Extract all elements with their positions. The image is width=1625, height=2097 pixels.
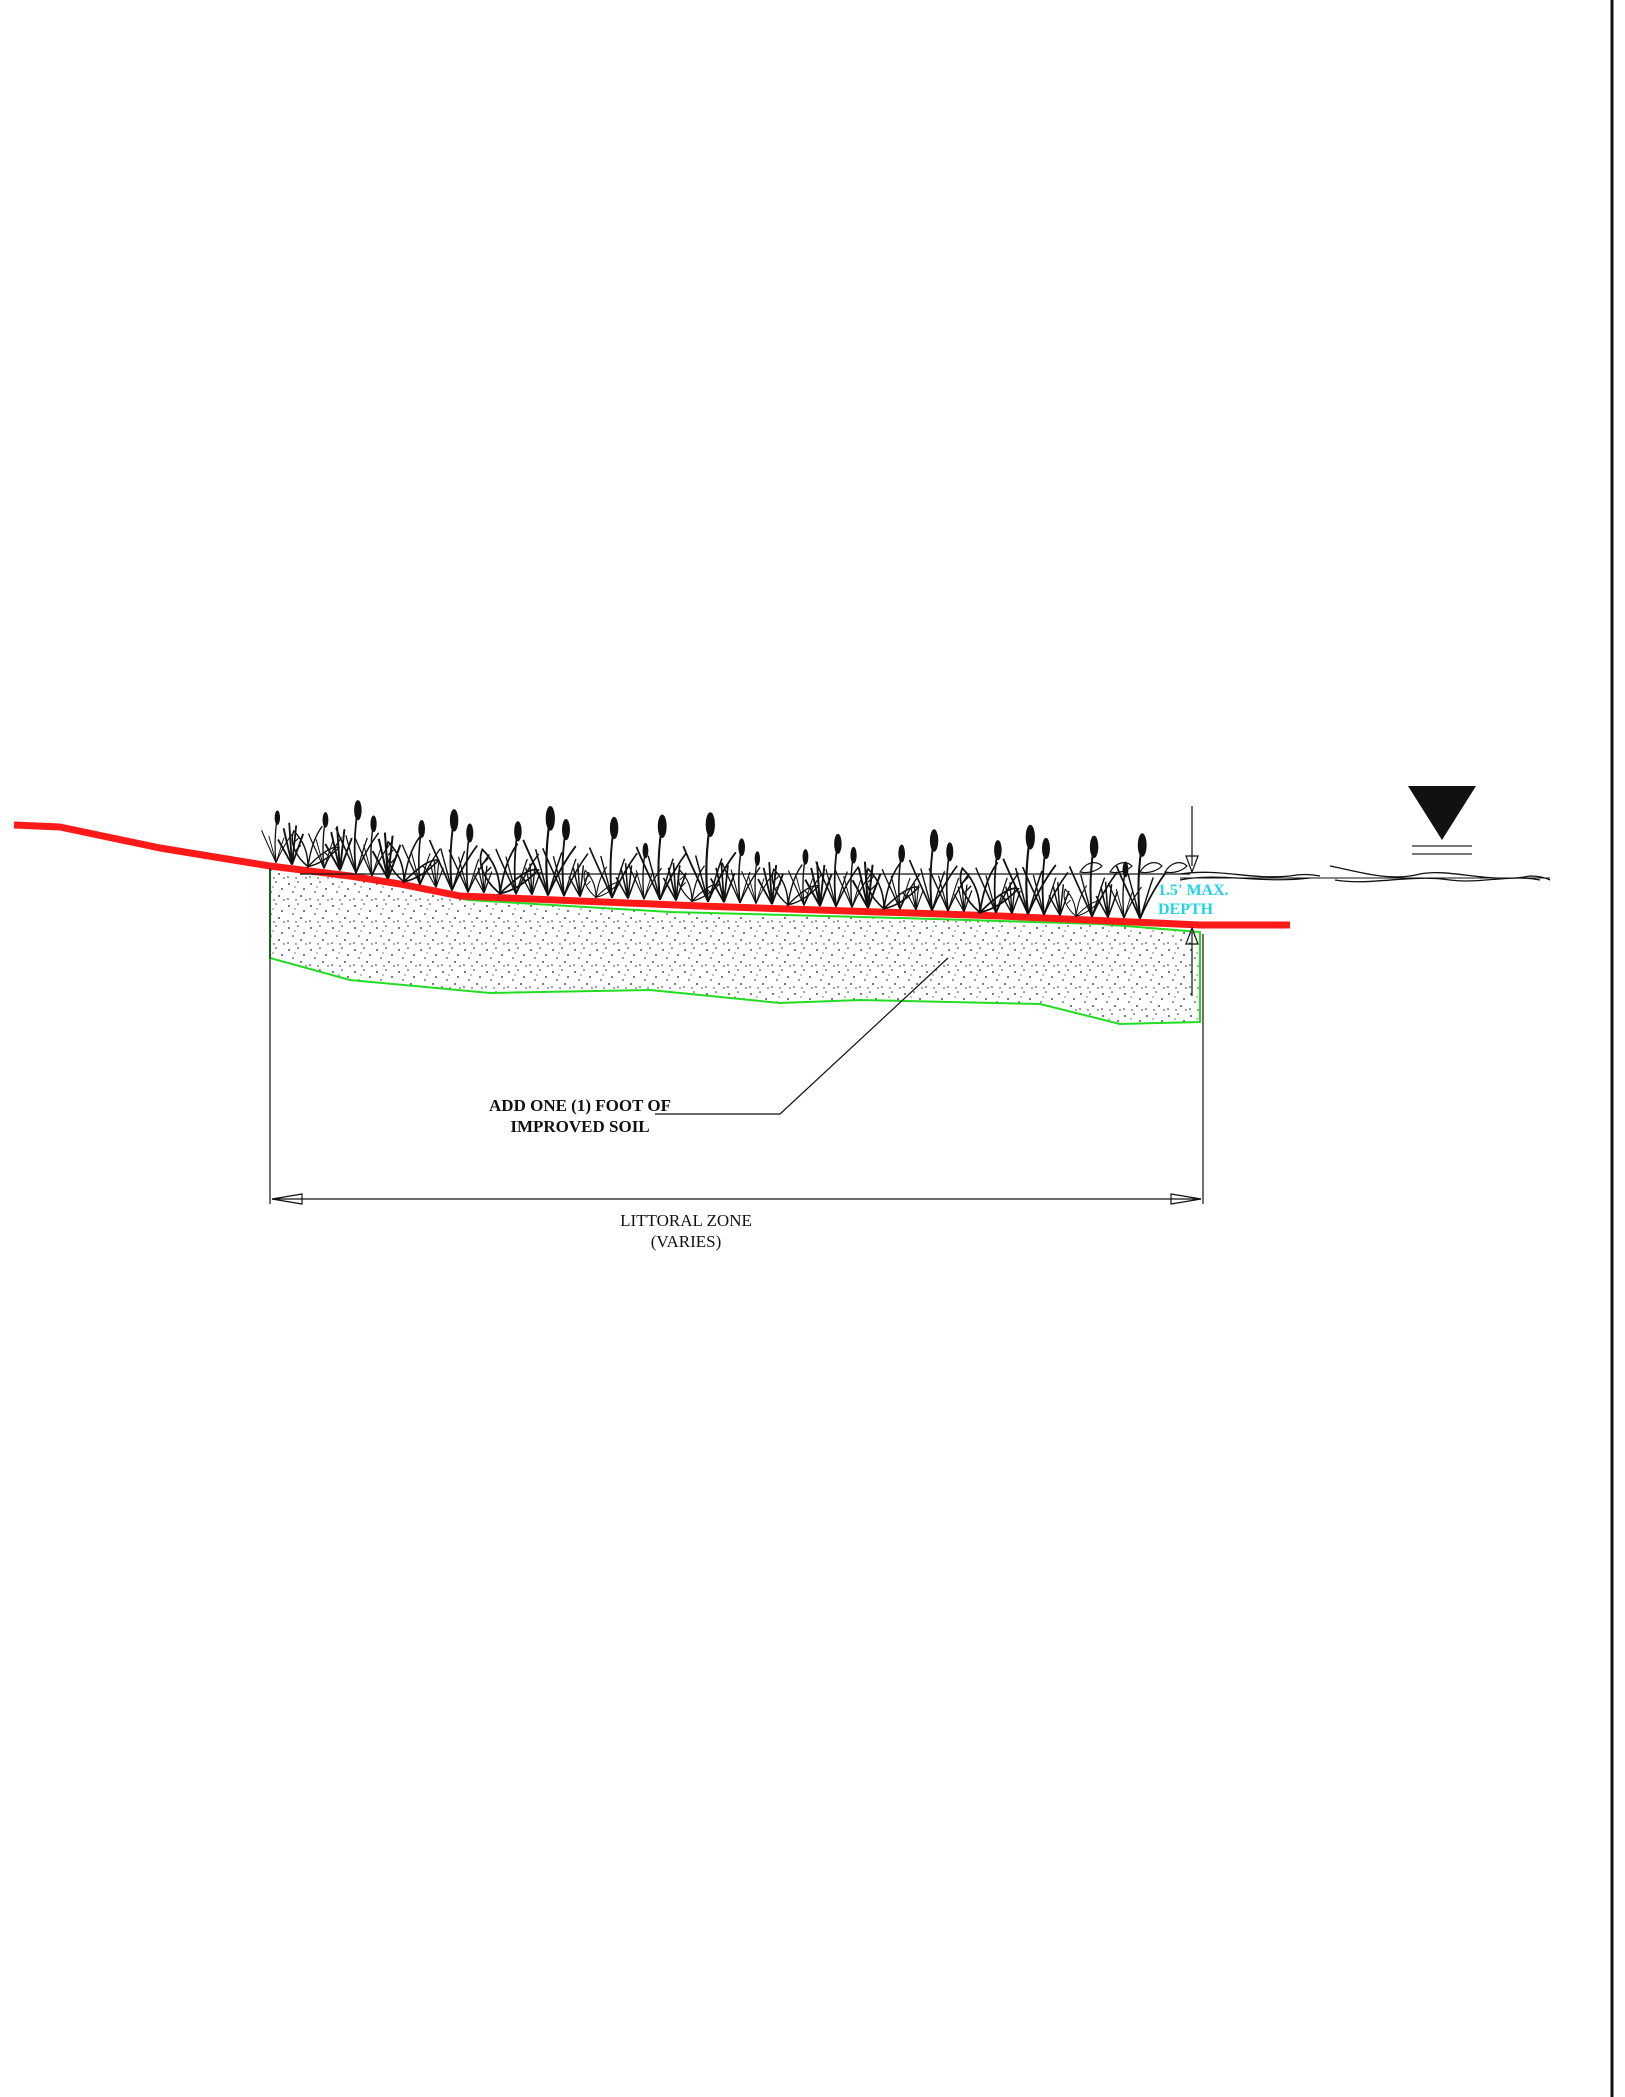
grade-line xyxy=(13,821,1290,929)
littoral-zone-label: LITTORAL ZONE xyxy=(620,1211,752,1230)
soil-callout-line2: IMPROVED SOIL xyxy=(510,1117,649,1136)
littoral-zone-sublabel: (VARIES) xyxy=(651,1232,722,1251)
depth-label-line2: DEPTH xyxy=(1158,901,1214,918)
littoral-plants-icon xyxy=(260,799,1188,920)
plant-reed xyxy=(881,843,921,911)
depth-dimension xyxy=(1185,806,1199,996)
plant-reed xyxy=(682,811,737,903)
floating-plant xyxy=(1139,862,1163,874)
plant-leafy xyxy=(865,862,920,910)
water-ripples xyxy=(1179,865,1551,883)
plant-reed xyxy=(307,811,343,870)
soil-callout-line1: ADD ONE (1) FOOT OF xyxy=(489,1096,671,1115)
littoral-zone-dimension xyxy=(269,868,1204,1205)
soil-callout-leader xyxy=(655,957,949,1115)
floating-plant xyxy=(1079,862,1103,874)
plant-grass xyxy=(757,861,785,906)
plant-grass xyxy=(662,861,687,902)
floating-plant xyxy=(1109,862,1133,874)
water-level-triangle-icon xyxy=(1408,786,1476,855)
floating-plant xyxy=(1164,862,1188,874)
depth-label-line1: 1.5' MAX. xyxy=(1158,882,1229,899)
